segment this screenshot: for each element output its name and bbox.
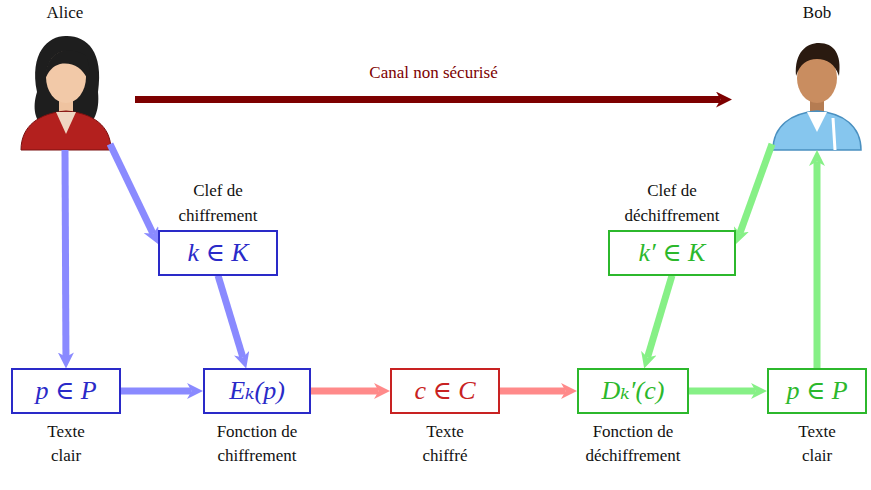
channel-arrow [135, 96, 721, 103]
flow-arrow [311, 388, 379, 395]
caption-text: Texte clair [792, 420, 842, 469]
function-box: Dₖ′(c)Fonction de déchiffrement [577, 368, 689, 413]
flow-arrow [647, 276, 672, 358]
math-label: p ∈ P [779, 373, 855, 408]
bob-undershirt [807, 112, 827, 132]
alice-avatar [21, 36, 111, 150]
caption-text: Alice [25, 1, 105, 26]
caption-text: Texte clair [41, 420, 91, 469]
text-box: c ∈ CTexte chiffré [390, 368, 500, 413]
key-box: Clef de chiffrementk ∈ K [158, 230, 278, 275]
math-label: k′ ∈ K [620, 235, 724, 270]
alice-fringe [45, 50, 89, 80]
alice-collar [56, 112, 76, 134]
flow-arrow [218, 276, 243, 358]
math-label: c ∈ C [402, 373, 488, 408]
caption-text: Bob [777, 1, 857, 26]
key-box: Clef de déchiffrementk′ ∈ K [608, 230, 736, 275]
bob-shirt [773, 111, 861, 150]
alice-jacket [21, 111, 111, 150]
text-box: p ∈ PTexte clair [11, 368, 121, 413]
math-label: p ∈ P [23, 373, 109, 408]
math-label: k ∈ K [170, 235, 266, 270]
flow-arrow [740, 144, 772, 233]
math-label: Dₖ′(c) [589, 373, 677, 408]
caption-text: Clef de chiffrement [168, 179, 268, 228]
bob-avatar [773, 43, 861, 150]
text-box: p ∈ PTexte clair [767, 368, 867, 413]
bob-shirt-seam [833, 118, 835, 150]
caption-text: Fonction de déchiffrement [568, 420, 698, 469]
bob-hair [796, 43, 840, 76]
function-box: Eₖ(p)Fonction de chiffrement [203, 368, 311, 413]
caption-text: Fonction de chiffrement [202, 420, 312, 469]
flow-arrow [689, 388, 756, 395]
caption-text: Clef de déchiffrement [607, 179, 737, 228]
flow-arrow [500, 388, 566, 395]
caption-text: Texte chiffré [415, 420, 475, 469]
person-node: Bob [767, 30, 867, 150]
math-label: Eₖ(p) [215, 373, 299, 408]
flow-arrow [814, 161, 821, 368]
flow-arrow [62, 150, 70, 357]
edge-label: Canal non sécurisé [365, 63, 501, 83]
flow-arrow [110, 144, 153, 234]
person-node: Alice [15, 30, 115, 150]
flow-arrow [121, 388, 192, 395]
